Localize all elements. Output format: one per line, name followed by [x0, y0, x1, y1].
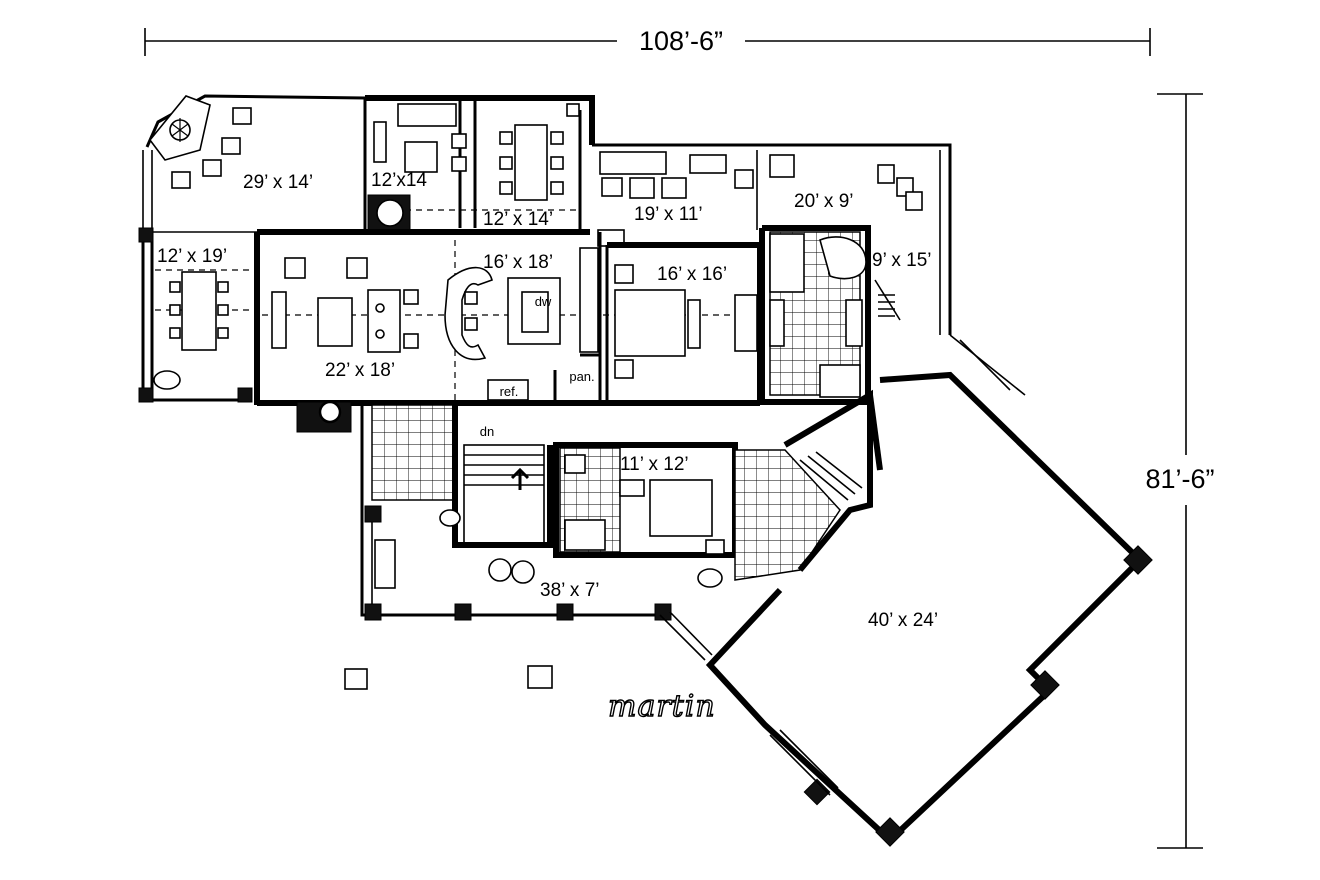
depth-dimension-label: 81’-6”: [1145, 464, 1214, 494]
refrigerator-label: ref.: [500, 384, 519, 399]
architect-signature: martin: [608, 689, 716, 724]
screened-porch-label: 19’ x 11’: [634, 204, 703, 225]
stair-hall: dn: [296, 400, 553, 548]
bedroom-2-label: 11’ x 12’: [620, 454, 689, 475]
stair-down-label: dn: [480, 424, 494, 439]
sunroom-west-label: 12’ x 19’: [157, 246, 227, 267]
outdoor-fireplace: [148, 95, 211, 161]
pantry-label: pan.: [569, 369, 594, 384]
width-dimension-label: 108’-6”: [639, 26, 723, 56]
depth-dimension: 81’-6”: [1145, 93, 1215, 849]
master-bath: [769, 231, 901, 398]
front-porch-label: 38’ x 7’: [540, 580, 600, 601]
dining-label: 12’ x 14’: [483, 209, 553, 230]
north-wing-walls: [363, 95, 952, 335]
stepping-stones: [344, 665, 553, 690]
great-room-furniture: [271, 257, 493, 361]
front-porch: [360, 500, 723, 661]
master-bedroom-furniture: [614, 264, 758, 379]
great-room-label: 22’ x 18’: [325, 360, 395, 381]
porch-nw: [142, 94, 366, 233]
den-furniture: [367, 103, 467, 233]
dishwasher-label: dw: [535, 294, 552, 309]
master-bedroom-label: 16’ x 16’: [657, 264, 727, 285]
den-label: 12’x14: [371, 170, 427, 191]
kitchen: dw ref. pan.: [487, 247, 599, 401]
porch-nw-label: 29’ x 14’: [243, 172, 313, 193]
master-bath-label: 9’ x 15’: [872, 250, 932, 271]
width-dimension: 108’-6”: [144, 26, 1151, 56]
core-walls: [254, 225, 871, 406]
screened-porch-furniture: [597, 151, 754, 247]
deck-ne-label: 20’ x 9’: [794, 191, 854, 212]
garage: [705, 334, 1153, 847]
room-labels: 29’ x 14’ 12’x14 12’ x 14’ 19’ x 11’ 20’…: [157, 170, 938, 631]
deck-ne-furniture: [769, 154, 923, 211]
sunroom-west: [138, 227, 255, 403]
garage-label: 40’ x 24’: [868, 610, 938, 631]
kitchen-label: 16’ x 18’: [483, 252, 553, 273]
patio-chairs: [171, 107, 252, 189]
east-bath: [734, 389, 873, 581]
dining-furniture: [499, 103, 580, 201]
